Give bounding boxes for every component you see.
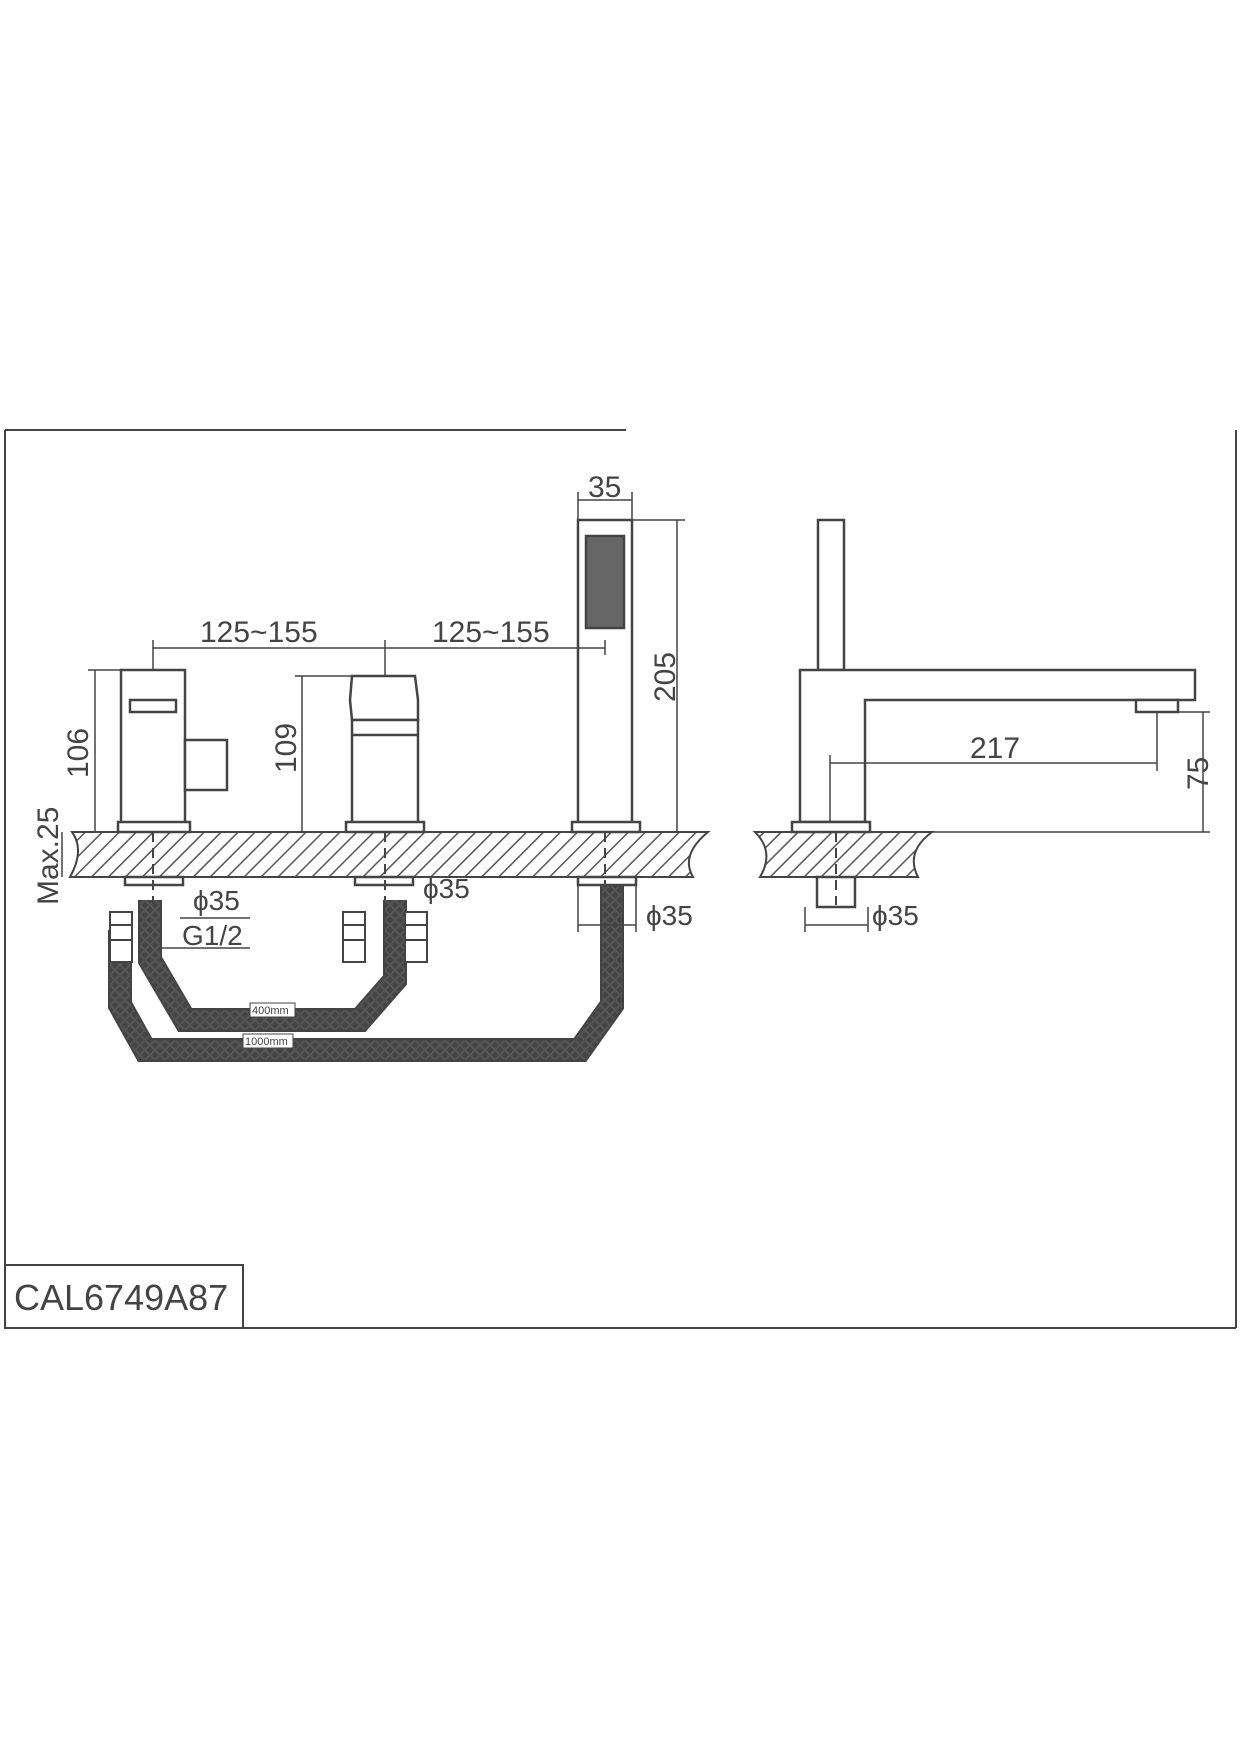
dim-valve-height: 109 [270, 723, 303, 773]
dim-handshower-width: 35 [588, 471, 621, 504]
dim-thread: G1/2 [182, 920, 243, 951]
hose-long-label-box [242, 1033, 294, 1049]
dim-handshower-height: 205 [649, 652, 682, 702]
diverter-body [116, 668, 229, 887]
dim-spacing-2: 125~155 [432, 616, 550, 649]
dim-max-thickness: Max.25 [32, 807, 65, 905]
hose-short [138, 900, 407, 1032]
hose-short-label-box [249, 1002, 296, 1018]
hose-long-label: 1000mm [245, 1036, 288, 1048]
hose-short-label: 400mm [252, 1005, 289, 1017]
hose-long [108, 880, 624, 1062]
hose-fittings [109, 911, 428, 963]
model-code: CAL6749A87 [14, 1277, 228, 1318]
handshower [570, 518, 642, 887]
deck-surface-front [68, 831, 711, 878]
dim-dia-3: ϕ35 [646, 900, 693, 931]
title-block: CAL6749A87 [4, 1264, 244, 1329]
deck-surface-side [752, 831, 936, 878]
dim-mixer-height: 106 [62, 728, 95, 778]
dim-spout-reach: 217 [970, 732, 1020, 765]
dim-dia-1: ϕ35 [193, 885, 240, 916]
dim-dia-2: ϕ35 [423, 873, 470, 904]
dim-dia-4: ϕ35 [872, 900, 919, 931]
dimension-lines [61, 492, 1210, 949]
dim-spacing-1: 125~155 [200, 616, 318, 649]
dim-spout-height: 75 [1182, 757, 1215, 790]
